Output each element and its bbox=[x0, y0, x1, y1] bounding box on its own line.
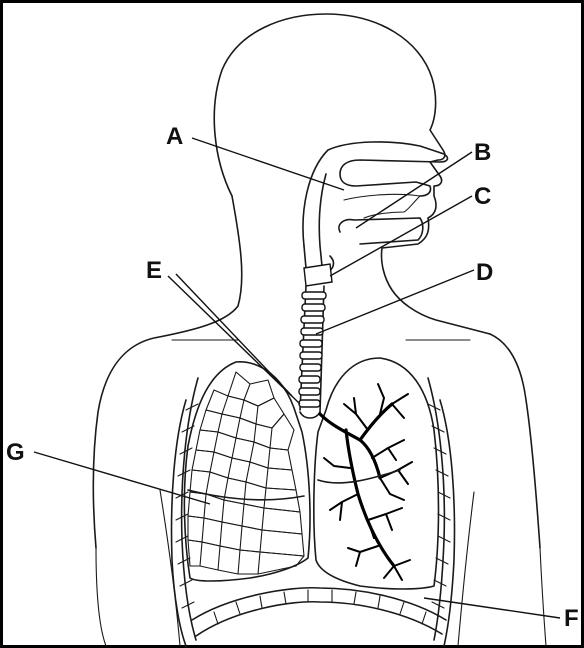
label-D: D bbox=[476, 259, 493, 286]
leader-A bbox=[192, 138, 344, 190]
lung-right-outline bbox=[314, 358, 439, 589]
arm-right bbox=[540, 548, 546, 646]
larynx bbox=[304, 264, 332, 286]
arm-left bbox=[96, 548, 106, 646]
shoulder-right-outline bbox=[490, 334, 540, 548]
upper-airway bbox=[303, 142, 447, 286]
leader-B bbox=[356, 152, 472, 228]
pharynx-back bbox=[304, 246, 306, 268]
head-outline bbox=[214, 14, 490, 334]
label-C: C bbox=[474, 183, 491, 210]
leader-lines bbox=[34, 138, 560, 618]
lung-right-fissure bbox=[318, 470, 400, 483]
label-A: A bbox=[166, 123, 183, 150]
hard-palate bbox=[344, 194, 420, 218]
diaphragm bbox=[192, 588, 446, 636]
label-G: G bbox=[6, 439, 25, 466]
trachea bbox=[299, 286, 326, 418]
nasal-cavity bbox=[303, 142, 447, 246]
alveoli-texture bbox=[188, 372, 304, 574]
torso-left bbox=[160, 490, 180, 646]
label-B: B bbox=[474, 139, 491, 166]
pharynx-front bbox=[319, 174, 326, 266]
labels: A B C D E F G bbox=[6, 123, 579, 632]
lung-right-side bbox=[314, 358, 439, 589]
label-F: F bbox=[564, 605, 579, 632]
torso-right bbox=[458, 492, 474, 646]
label-E: E bbox=[146, 257, 162, 284]
bronchial-tree bbox=[320, 384, 412, 580]
carina bbox=[300, 412, 320, 418]
leader-C bbox=[330, 196, 472, 276]
